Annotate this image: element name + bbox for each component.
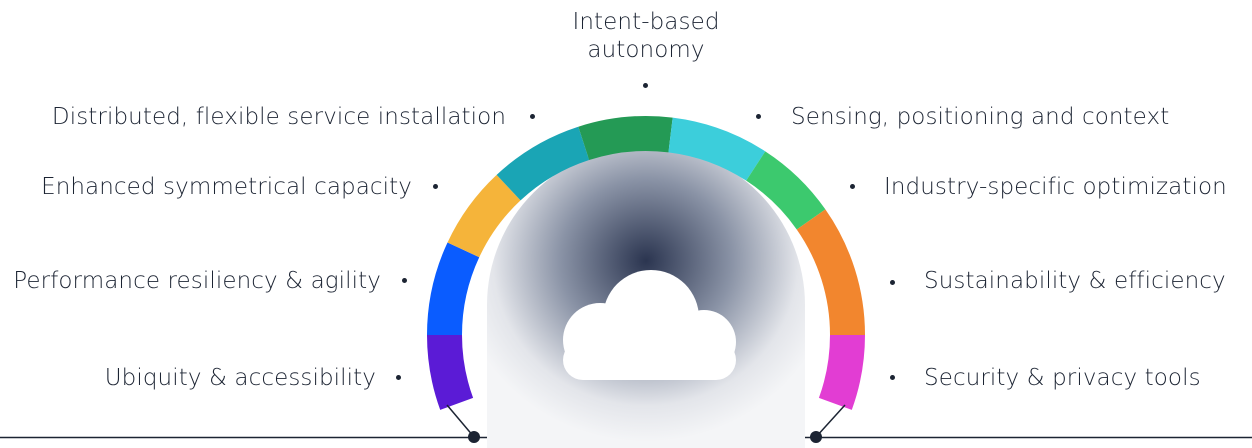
label-distributed-service: Distributed, flexible service installati… bbox=[51, 104, 506, 130]
label-performance-resiliency: Performance resiliency & agility bbox=[13, 268, 381, 294]
top-label-line1: Intent-based bbox=[572, 9, 720, 35]
arc-segment-intent-autonomy bbox=[578, 115, 673, 161]
arc-segment-performance bbox=[427, 242, 480, 335]
cloud-icon bbox=[563, 270, 736, 380]
label-industry-optimization: Industry-specific optimization bbox=[884, 174, 1227, 200]
left-bullet-2 bbox=[433, 184, 438, 189]
arc-segment-security-privacy bbox=[818, 335, 865, 410]
arc-segment-distributed-service bbox=[496, 126, 590, 201]
arc-segment-industry-optimization bbox=[746, 151, 826, 230]
right-bullet-3 bbox=[890, 280, 895, 285]
label-sensing-positioning: Sensing, positioning and context bbox=[791, 104, 1170, 130]
top-label-bullet bbox=[643, 83, 648, 88]
left-bullet-3 bbox=[402, 278, 407, 283]
left-leader-line bbox=[446, 404, 475, 438]
top-label-line2: autonomy bbox=[587, 37, 705, 63]
arc-segment-sensing-positioning bbox=[668, 117, 766, 181]
arc-segment-ubiquity bbox=[427, 335, 474, 410]
left-end-dot bbox=[468, 431, 480, 443]
capability-arc bbox=[427, 115, 865, 410]
arc-segment-symmetrical-capacity bbox=[447, 174, 521, 258]
right-bullet-1 bbox=[756, 114, 761, 119]
label-security-privacy: Security & privacy tools bbox=[924, 365, 1201, 391]
left-bullet-1 bbox=[530, 114, 535, 119]
label-ubiquity-accessibility: Ubiquity & accessibility bbox=[104, 365, 376, 391]
right-bullet-2 bbox=[850, 184, 855, 189]
arc-segment-sustainability bbox=[796, 209, 865, 335]
right-end-dot bbox=[810, 431, 822, 443]
right-leader-line bbox=[815, 404, 846, 438]
label-sustainability-efficiency: Sustainability & efficiency bbox=[924, 268, 1226, 294]
label-symmetrical-capacity: Enhanced symmetrical capacity bbox=[41, 174, 412, 200]
right-bullet-4 bbox=[890, 375, 895, 380]
left-bullet-4 bbox=[396, 375, 401, 380]
label-intent-based-autonomy: Intent-based autonomy bbox=[546, 8, 746, 64]
